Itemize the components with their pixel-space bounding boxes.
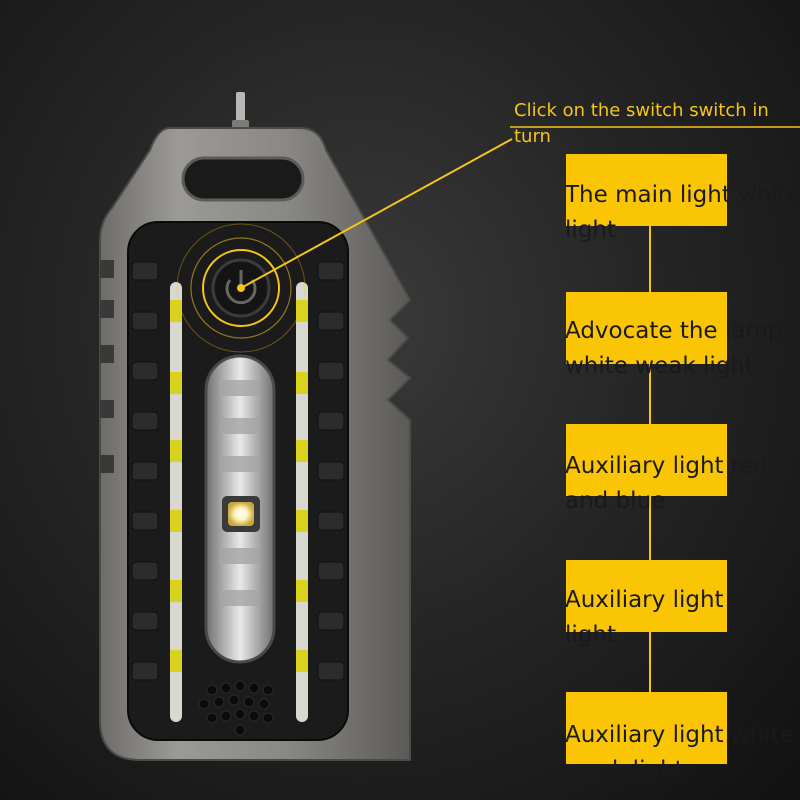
mode-box-aux-weak <box>566 692 727 764</box>
mode-connector <box>649 226 651 292</box>
mode-connector <box>649 362 651 424</box>
mode-box-weak-light <box>566 292 727 364</box>
instruction-callout: Click on the switch switch in turn <box>514 100 769 147</box>
mode-connector <box>649 496 651 560</box>
mode-label-aux-weak: Auxiliary light white weak light <box>565 722 794 783</box>
mode-label-aux-white: Auxiliary light white light <box>565 587 794 648</box>
mode-connector <box>649 632 651 692</box>
mode-label-main-light: The main light white light <box>565 182 800 243</box>
mode-box-main-light <box>566 154 727 226</box>
mode-label-red-blue: Auxiliary light red and blue <box>565 453 769 514</box>
lanyard-hole-icon <box>181 156 305 202</box>
mode-label-weak-light: Advocate the lamp white weak light <box>565 318 783 379</box>
speaker-grille-icon <box>198 680 274 736</box>
callout-leader-line <box>240 138 513 289</box>
mode-box-red-blue <box>566 424 727 496</box>
mode-box-aux-white <box>566 560 727 632</box>
tip-pin <box>236 92 245 126</box>
